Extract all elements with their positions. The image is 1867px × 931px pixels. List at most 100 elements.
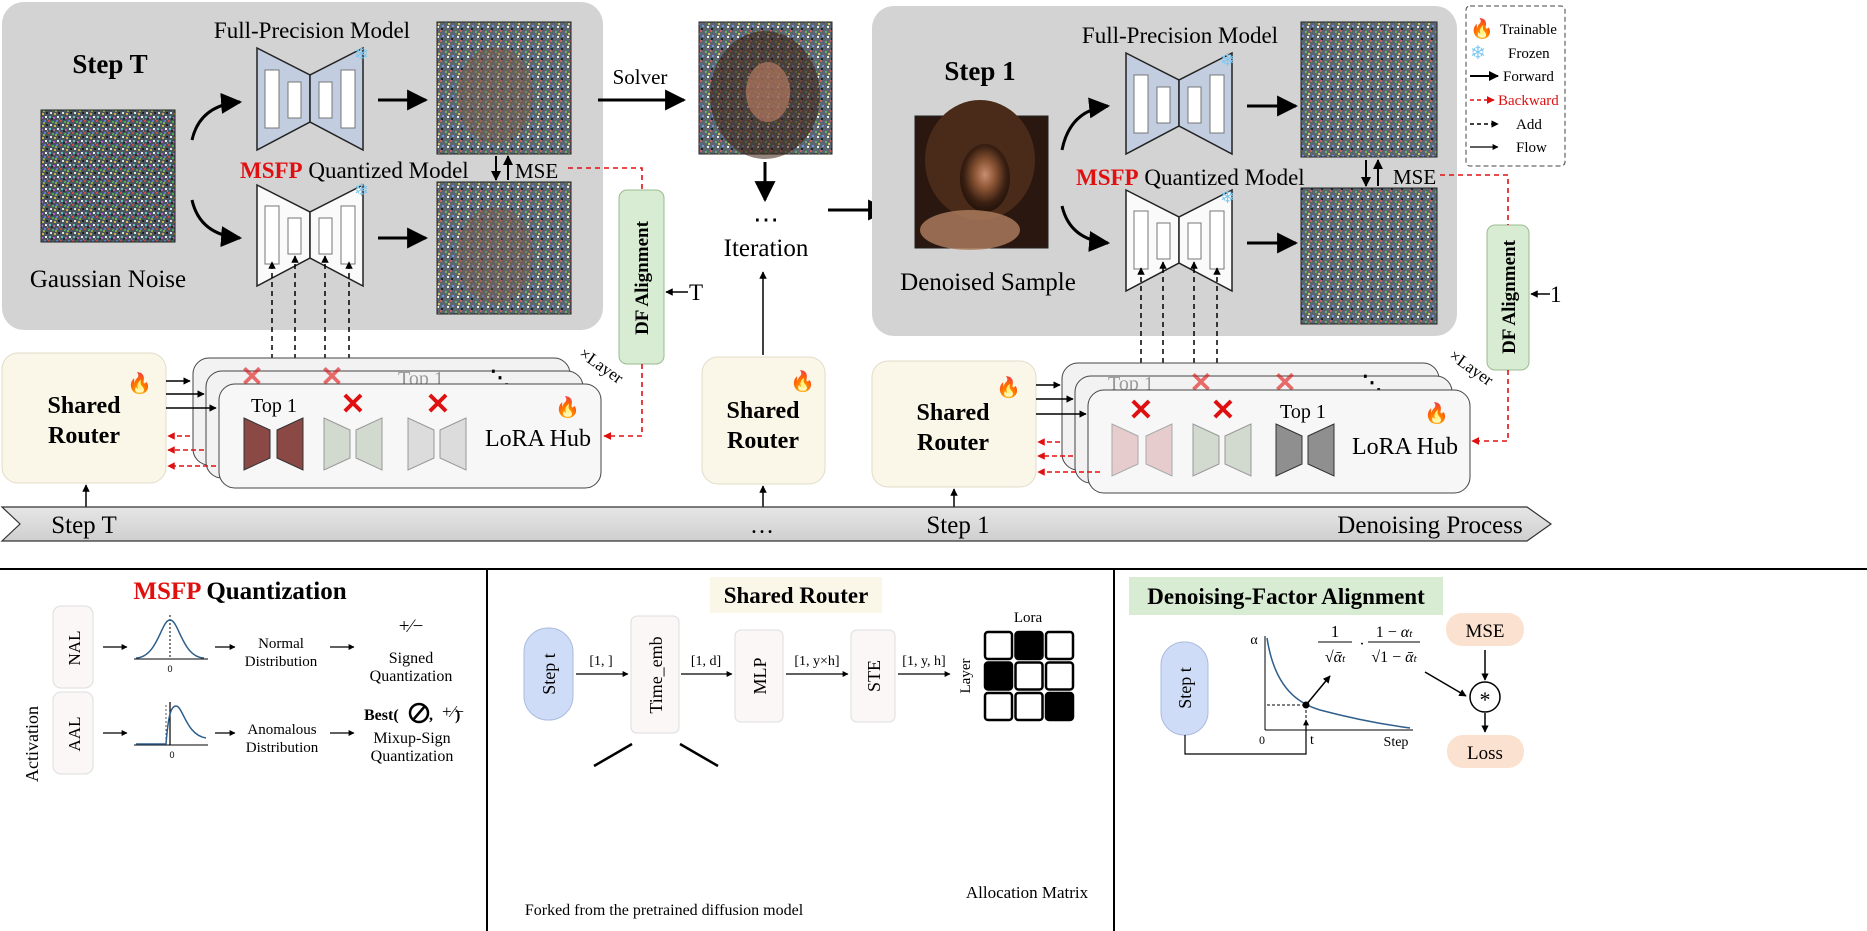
router-right-line2: Router bbox=[917, 430, 989, 456]
router-left-line1: Shared bbox=[48, 393, 122, 419]
svg-text:1 − αt: 1 − αt bbox=[1376, 624, 1413, 641]
router-mid-line2: Router bbox=[727, 428, 799, 454]
denoised-sample-image bbox=[914, 100, 1049, 250]
best-separator: , bbox=[429, 707, 433, 724]
allocation-matrix bbox=[983, 630, 1075, 722]
zero-tick: 0 bbox=[169, 750, 174, 760]
step-t-pill bbox=[523, 627, 574, 721]
matrix-cell bbox=[1014, 661, 1044, 691]
signed-line1: Signed bbox=[389, 650, 433, 667]
best-suffix: ) bbox=[455, 707, 460, 724]
anomalous-line2: Distribution bbox=[246, 740, 319, 756]
dim-2: [1, d] bbox=[691, 654, 721, 669]
matrix-cell bbox=[983, 691, 1014, 722]
timeline-end: Denoising Process bbox=[1337, 512, 1522, 539]
router-right-line1: Shared bbox=[917, 400, 991, 426]
fork-line-right bbox=[679, 742, 719, 768]
curve-to-formula-arrow bbox=[1305, 675, 1331, 706]
lora-expert-active bbox=[1275, 423, 1335, 477]
step-axis-label: Step bbox=[1384, 735, 1409, 750]
allocation-matrix-label: Allocation Matrix bbox=[966, 883, 1089, 902]
matrix-cell bbox=[983, 630, 1014, 661]
legend-flow: Flow bbox=[1516, 140, 1547, 156]
step-1-title: Step 1 bbox=[944, 56, 1015, 86]
top1-label: Top 1 bbox=[1280, 401, 1326, 423]
frozen-icon: ❄ bbox=[354, 44, 369, 64]
matrix-cell bbox=[1014, 630, 1044, 661]
legend-forward: Forward bbox=[1503, 69, 1554, 85]
df-input-1: 1 bbox=[1550, 282, 1562, 307]
curved-arrow-down bbox=[190, 199, 243, 248]
multiply-symbol: * bbox=[1480, 687, 1491, 712]
dim-4: [1, y, h] bbox=[902, 654, 945, 669]
timeline-step-1: Step 1 bbox=[926, 512, 989, 539]
lora-axis-label: Lora bbox=[1014, 610, 1043, 626]
dfa-title-bg bbox=[1129, 577, 1443, 615]
dfa-panel-title: Denoising-Factor Alignment bbox=[1147, 584, 1425, 609]
svg-text:·: · bbox=[1359, 636, 1364, 653]
dim-1: [1, ] bbox=[589, 654, 612, 669]
normal-line1: Normal bbox=[258, 636, 304, 652]
router-backward-arrows bbox=[167, 432, 216, 470]
quantized-model-label: MSFP Quantized Model bbox=[240, 158, 469, 183]
alpha-axis-label: α bbox=[1250, 633, 1258, 648]
frozen-icon: ❄ bbox=[1220, 50, 1235, 70]
denoised-sample-label: Denoised Sample bbox=[900, 269, 1076, 296]
iteration-dots: ⋯ bbox=[753, 205, 779, 234]
router-backward-arrows bbox=[1037, 438, 1100, 476]
shared-router-right bbox=[871, 360, 1037, 488]
curved-arrow-up bbox=[190, 92, 243, 141]
ste-label: STE bbox=[864, 660, 884, 692]
unsigned-icon bbox=[408, 702, 430, 724]
lora-expert-inactive bbox=[1111, 423, 1173, 477]
router-left-line2: Router bbox=[48, 423, 120, 449]
trainable-icon: 🔥 bbox=[1470, 17, 1494, 40]
anomalous-distribution-plot bbox=[134, 702, 208, 746]
legend-box bbox=[1465, 5, 1566, 167]
cross-icon: ✕ bbox=[1128, 394, 1153, 427]
legend-add: Add bbox=[1516, 117, 1542, 133]
msfp-panel-title: MSFP Quantization bbox=[133, 578, 346, 605]
frozen-icon: ❄ bbox=[354, 180, 369, 200]
matrix-cell bbox=[1044, 691, 1075, 722]
legend-trainable: Trainable bbox=[1500, 22, 1557, 38]
full-precision-unet bbox=[256, 46, 364, 152]
step-to-curve-line bbox=[1184, 719, 1309, 755]
time-emb-label: Time_emb bbox=[646, 636, 666, 713]
trainable-icon: 🔥 bbox=[996, 375, 1021, 399]
cross-icon: ✕ bbox=[425, 388, 450, 421]
trainable-icon: 🔥 bbox=[555, 395, 580, 419]
mixup-line2: Quantization bbox=[371, 748, 454, 765]
frozen-icon: ❄ bbox=[1220, 187, 1235, 207]
loss-box bbox=[1447, 735, 1524, 768]
backward-line bbox=[1440, 174, 1509, 225]
solver-label: Solver bbox=[613, 65, 668, 89]
dfa-mse-label: MSE bbox=[1465, 621, 1504, 642]
cross-icon: ✕ bbox=[1210, 394, 1235, 427]
plus-minus-icon: +⁄− bbox=[442, 702, 464, 721]
df-input-t: T bbox=[689, 280, 703, 305]
layer-axis-label: Layer bbox=[958, 659, 974, 694]
time-emb-box bbox=[630, 615, 680, 734]
legend-frozen: Frozen bbox=[1508, 46, 1550, 62]
full-precision-unet bbox=[1125, 51, 1233, 156]
router-title-bg bbox=[710, 577, 882, 613]
zero-tick: 0 bbox=[167, 664, 172, 674]
quantized-output-image bbox=[436, 181, 572, 315]
gaussian-noise-image bbox=[40, 109, 176, 243]
intermediate-sample-image bbox=[698, 21, 833, 159]
dim-3: [1, y×h] bbox=[794, 654, 839, 669]
plus-minus-icon: +⁄− bbox=[399, 616, 424, 637]
lora-hub-label: LoRA Hub bbox=[1352, 434, 1458, 460]
mlp-box bbox=[734, 629, 784, 723]
trainable-icon: 🔥 bbox=[1424, 401, 1449, 425]
signed-line2: Quantization bbox=[370, 668, 453, 685]
shared-router-left bbox=[1, 352, 167, 484]
anomalous-line1: Anomalous bbox=[247, 722, 316, 738]
quantized-model-label: MSFP Quantized Model bbox=[1076, 165, 1305, 190]
lora-expert-inactive bbox=[407, 417, 467, 471]
full-precision-output-image bbox=[1300, 21, 1438, 158]
frozen-icon: ❄ bbox=[1470, 43, 1486, 64]
loss-label: Loss bbox=[1467, 743, 1503, 764]
aal-box bbox=[52, 691, 94, 775]
